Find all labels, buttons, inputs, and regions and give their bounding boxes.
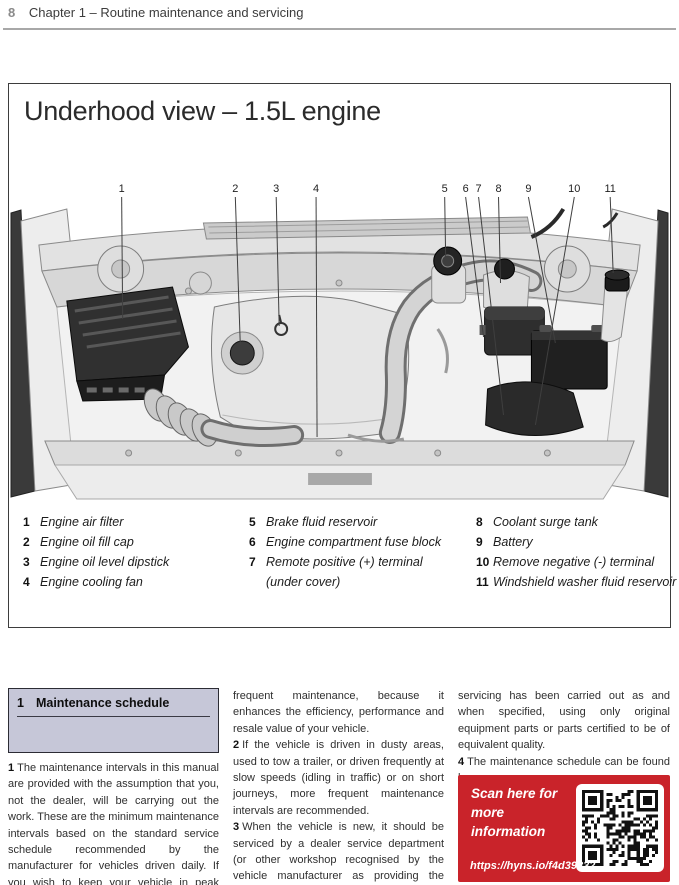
legend-item-11: 11 Windshield washer fluid reservoir <box>476 572 676 592</box>
paragraph: frequent maintenance, because it enhance… <box>233 690 444 735</box>
callout-number-8: 8 <box>495 183 501 195</box>
callout-number-7: 7 <box>476 183 482 195</box>
chapter-title: Chapter 1 – Routine maintenance and serv… <box>28 5 304 20</box>
legend-item-number: 9 <box>476 535 483 549</box>
legend-item-label: Remote positive (+) terminal <box>266 555 423 569</box>
qr-code <box>576 784 664 872</box>
text-column-3: servicing has been carried out as and wh… <box>458 688 670 882</box>
legend-item-number: 6 <box>249 535 256 549</box>
scan-heading: Scan here for more information <box>471 786 558 839</box>
callout-leader-1 <box>121 196 124 320</box>
section-header-box: 1 Maintenance schedule <box>8 688 219 753</box>
legend-item-7: 7 Remote positive (+) terminal <box>249 552 474 572</box>
callout-number-9: 9 <box>525 183 531 195</box>
callout-number-11: 11 <box>604 183 615 195</box>
figure-title: Underhood view – 1.5L engine <box>24 96 381 126</box>
header-rule <box>3 28 676 30</box>
legend-item-number: 7 <box>249 555 256 569</box>
callout-leader-4 <box>315 196 318 438</box>
callout-leader-7 <box>478 196 504 416</box>
callout-leader-2 <box>234 196 241 346</box>
legend-item-number: 1 <box>23 515 30 529</box>
scan-info-box: Scan here for more information https://h… <box>458 775 670 882</box>
scan-url: https://hyns.io/f4d39832 <box>470 859 596 872</box>
callout-number-4: 4 <box>313 183 319 195</box>
legend-item-3: 3 Engine oil level dipstick <box>23 552 248 572</box>
legend-item-label: Engine oil level dipstick <box>40 555 170 569</box>
legend-item-number: 5 <box>249 515 256 529</box>
legend-column-2: 5 Brake fluid reservoir 6 Engine compartmen… <box>249 512 474 592</box>
legend-item-label: Engine compartment fuse block <box>266 535 442 549</box>
legend-item-9: 9 Battery <box>476 532 668 552</box>
legend-item-label: Windshield washer fluid reservoir <box>493 575 677 589</box>
legend-item-5: 5 Brake fluid reservoir <box>249 512 474 532</box>
legend-item-2: 2 Engine oil fill cap <box>23 532 248 552</box>
legend-item-label: Engine air filter <box>40 515 124 529</box>
paragraph: servicing has been carried out as and wh… <box>458 690 670 752</box>
page-header: 8 Chapter 1 – Routine maintenance and se… <box>8 5 303 20</box>
legend-item-label: Engine oil fill cap <box>40 535 134 549</box>
legend-item-label: Brake fluid reservoir <box>266 515 378 529</box>
section-title: Maintenance schedule <box>35 696 170 710</box>
legend-item-6: 6 Engine compartment fuse block <box>249 532 474 552</box>
legend-item-4: 4 Engine cooling fan <box>23 572 248 592</box>
legend-item-8: 8 Coolant surge tank <box>476 512 668 532</box>
legend-item-1: 1 Engine air filter <box>23 512 248 532</box>
callout-leader-8 <box>498 196 502 284</box>
engine-artwork <box>10 207 669 500</box>
callout-number-6: 6 <box>463 183 469 195</box>
legend-item-number: 10 <box>476 555 490 569</box>
callout-leader-5 <box>444 196 447 260</box>
callout-leader-10 <box>534 196 575 426</box>
callout-leader-9 <box>527 196 556 344</box>
legend-item-number: 11 <box>476 575 489 589</box>
callout-leader-11 <box>609 196 614 274</box>
engine-bay-illustration: 1 2 3 4 5 67 8 9 10 11 <box>10 183 669 500</box>
callout-number-5: 5 <box>442 183 448 195</box>
legend-item-label: Engine cooling fan <box>40 575 143 589</box>
callout-leader-6 <box>465 196 485 338</box>
callout-number-10: 10 <box>568 183 580 195</box>
callout-leader-3 <box>275 196 280 327</box>
legend-item-sub: (under cover) <box>266 575 341 589</box>
legend-item-label: Remove negative (-) terminal <box>493 555 655 569</box>
callout-number-1: 1 <box>119 183 125 195</box>
legend-item-number: 2 <box>23 535 30 549</box>
legend-item-label: Battery <box>493 535 533 549</box>
page-number: 8 <box>8 5 16 20</box>
figure-panel: Underhood view – 1.5L engine <box>8 83 676 628</box>
callout-number-2: 2 <box>232 183 238 195</box>
legend-item-number: 8 <box>476 515 483 529</box>
text-column-2: frequent maintenance, because it enhance… <box>233 688 444 885</box>
section-number: 1 <box>17 696 24 710</box>
callout-number-3: 3 <box>273 183 279 195</box>
legend-item-label: Coolant surge tank <box>493 515 598 529</box>
qr-code-icon <box>582 790 658 866</box>
legend-item-number: 4 <box>23 575 30 589</box>
legend-item-number: 3 <box>23 555 30 569</box>
